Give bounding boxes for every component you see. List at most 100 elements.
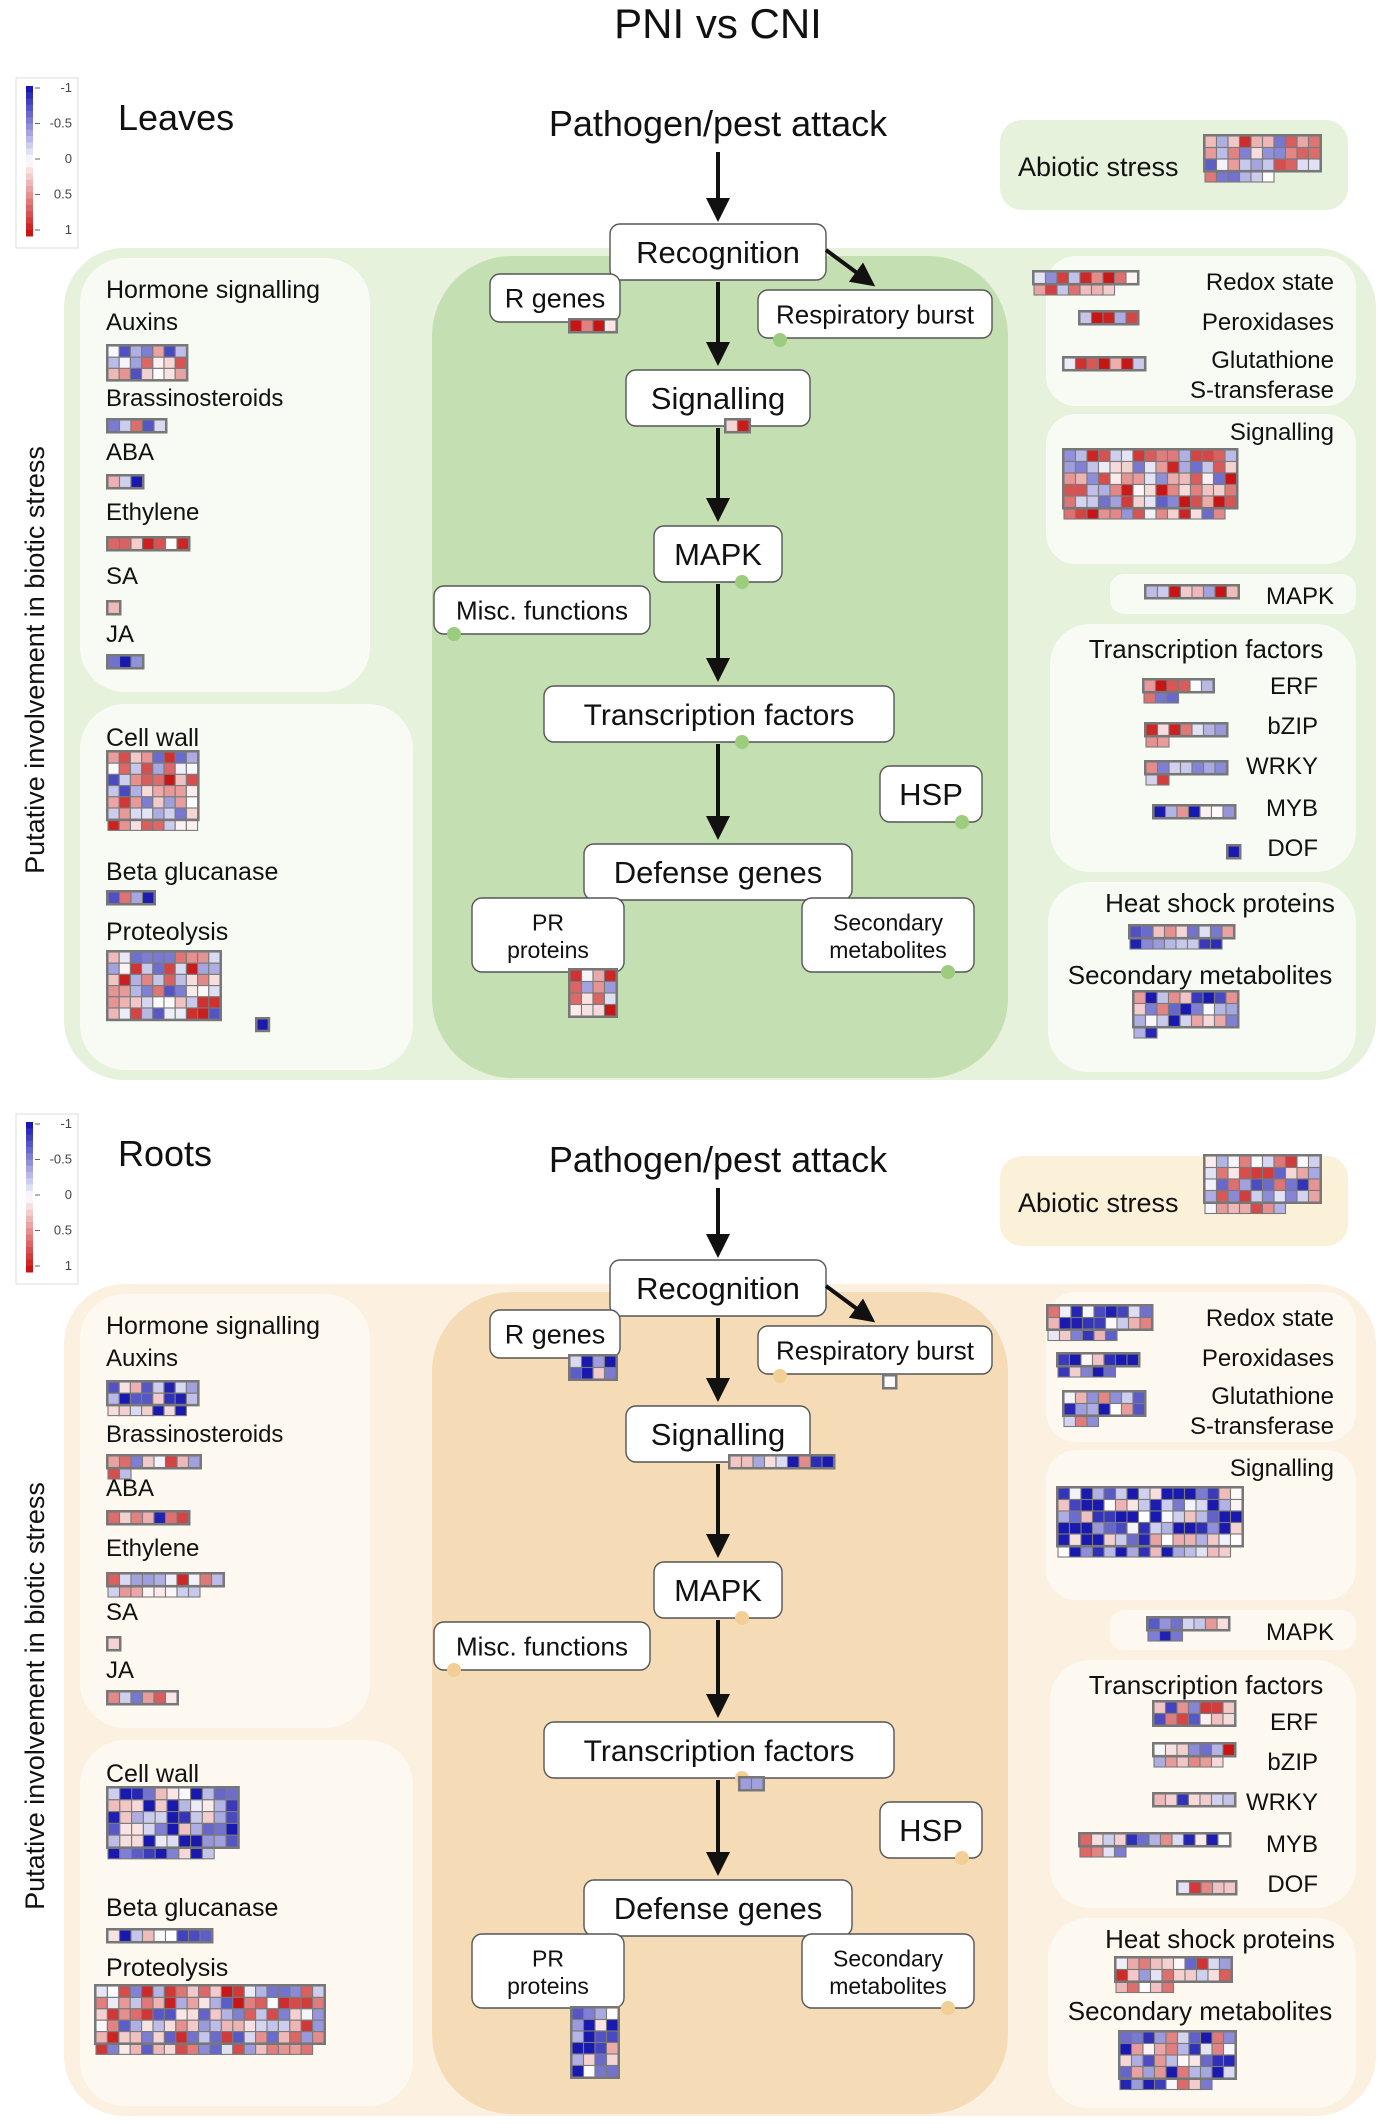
signalling-box xyxy=(625,369,811,427)
heatmap-cell xyxy=(163,356,176,369)
heatmap-cell xyxy=(1250,1155,1264,1169)
heatmap-cell xyxy=(1109,1391,1123,1405)
mapk-box xyxy=(653,525,783,583)
heatmap-cell xyxy=(1119,2031,1133,2045)
secondary-metabolites-box xyxy=(801,897,975,973)
heatmap-cell xyxy=(1212,495,1226,509)
heatmap-cell xyxy=(1179,1014,1193,1028)
r-genes-label: R genes xyxy=(505,284,606,314)
heatmap-cell xyxy=(163,1381,176,1394)
heatmap-cell xyxy=(198,1985,211,1998)
tf-item-label: DOF xyxy=(1267,835,1318,862)
heatmap-cell xyxy=(1126,1957,1140,1971)
heatmap-cell xyxy=(1074,449,1088,463)
heatmap-cell xyxy=(1188,2054,1202,2068)
heatmap-cell xyxy=(569,1003,583,1017)
heatmap-cell xyxy=(141,1929,155,1943)
heatmap-cell xyxy=(185,1381,199,1394)
heatmap-cell xyxy=(1074,357,1088,371)
heatmap-cell xyxy=(152,962,165,975)
heatmap-cell xyxy=(582,2064,596,2078)
heatmap-cell xyxy=(1186,925,1200,939)
heatmap-cell xyxy=(1183,1487,1197,1501)
heatmap-cell xyxy=(141,367,154,381)
heatmap-cell xyxy=(185,796,199,809)
heatmap-cell xyxy=(1172,1533,1186,1547)
transcription-factors-box xyxy=(543,685,895,743)
heatmap-cell xyxy=(1102,311,1116,325)
heatmap-cell xyxy=(1070,1316,1084,1330)
heatmap-cell xyxy=(603,992,617,1006)
heatmap-cell xyxy=(163,2031,177,2044)
heatmap-cell xyxy=(1079,271,1093,285)
heatmap-cell xyxy=(164,537,178,551)
heatmap-cell xyxy=(107,1381,120,1394)
heatmap-cell xyxy=(1074,1402,1088,1416)
heatmap-cell xyxy=(1144,991,1158,1005)
heatmap-cell xyxy=(300,2019,314,2033)
heatmap-cell xyxy=(107,1511,121,1525)
heatmap-cell xyxy=(153,537,167,551)
heatmap-cell xyxy=(1155,472,1169,486)
heatmap-cell xyxy=(163,951,176,964)
heatmap-cell xyxy=(1227,146,1241,160)
heatmap-cell xyxy=(197,996,210,1009)
heatmap-cell xyxy=(1056,271,1070,285)
heatmap-cell xyxy=(1142,2031,1156,2045)
heatmap-cell xyxy=(1070,1305,1084,1319)
heatmap-cell xyxy=(1213,1014,1227,1028)
tf-item-label: WRKY xyxy=(1246,753,1318,780)
heatmap-cell xyxy=(208,996,221,1009)
heatmap-cell xyxy=(1149,1957,1163,1971)
heatmap-cell xyxy=(1132,495,1146,509)
heatmap-cell xyxy=(1215,1155,1229,1169)
heatmap-cell xyxy=(1142,2054,1156,2068)
heatmap-cell xyxy=(1191,761,1205,775)
heatmap-cell xyxy=(1097,472,1111,486)
heatmap-cell xyxy=(130,1691,144,1705)
tf-heatmap xyxy=(738,1776,765,1792)
heatmap-cell xyxy=(1187,805,1201,819)
heatmap-cell xyxy=(1215,1166,1229,1180)
tf-panel xyxy=(1050,624,1356,872)
heatmap-cell xyxy=(187,1573,201,1587)
heatmap-cell xyxy=(1080,1498,1094,1512)
heatmap-cell xyxy=(163,807,176,820)
beta-glucanase-label: Beta glucanase xyxy=(106,1894,278,1922)
respiratory-burst-label: Respiratory burst xyxy=(776,299,975,329)
heatmap-cell xyxy=(107,1929,121,1943)
heatmap-cell xyxy=(1086,460,1100,474)
heatmap-cell xyxy=(312,1996,325,2010)
heatmap-cell xyxy=(1156,1002,1170,1016)
heatmap-cell xyxy=(175,1996,188,2010)
heatmap-cell xyxy=(107,973,120,987)
heatmap-cell xyxy=(1153,1712,1167,1726)
auxins-heatmap xyxy=(106,344,189,382)
heatmap-cell xyxy=(106,2008,120,2021)
heatmap-cell xyxy=(1188,2031,1202,2045)
heatmap-cell xyxy=(185,773,199,787)
hormone-item-label: Auxins xyxy=(106,1345,178,1372)
heatmap-cell xyxy=(107,1573,121,1587)
heatmap-cell xyxy=(243,2008,257,2021)
heatmap-cell xyxy=(1217,1833,1231,1847)
heatmap-cell xyxy=(1164,1743,1178,1757)
heatmap-cell xyxy=(1210,805,1224,819)
heatmap-cell xyxy=(1238,146,1252,160)
heatmap-cell xyxy=(185,1392,199,1405)
heatmap-cell xyxy=(1149,1521,1163,1535)
heatmap-cell xyxy=(178,1822,192,1836)
heatmap-cell xyxy=(154,1799,168,1813)
heatmap-cell xyxy=(1216,1617,1230,1631)
heatmap-cell xyxy=(740,1455,754,1469)
connector-dot xyxy=(773,333,787,347)
heatmap-cell xyxy=(141,751,154,764)
heatmap-cell xyxy=(1097,449,1111,463)
dof-heatmap xyxy=(1176,1880,1238,1896)
heatmap-cell xyxy=(603,1003,617,1017)
heatmap-cell xyxy=(118,891,132,905)
heatmap-cell xyxy=(1125,271,1139,285)
erf-heatmap xyxy=(1142,678,1215,704)
heatmap-cell xyxy=(289,1985,302,1998)
abiotic-stress-heatmap xyxy=(1203,134,1322,183)
